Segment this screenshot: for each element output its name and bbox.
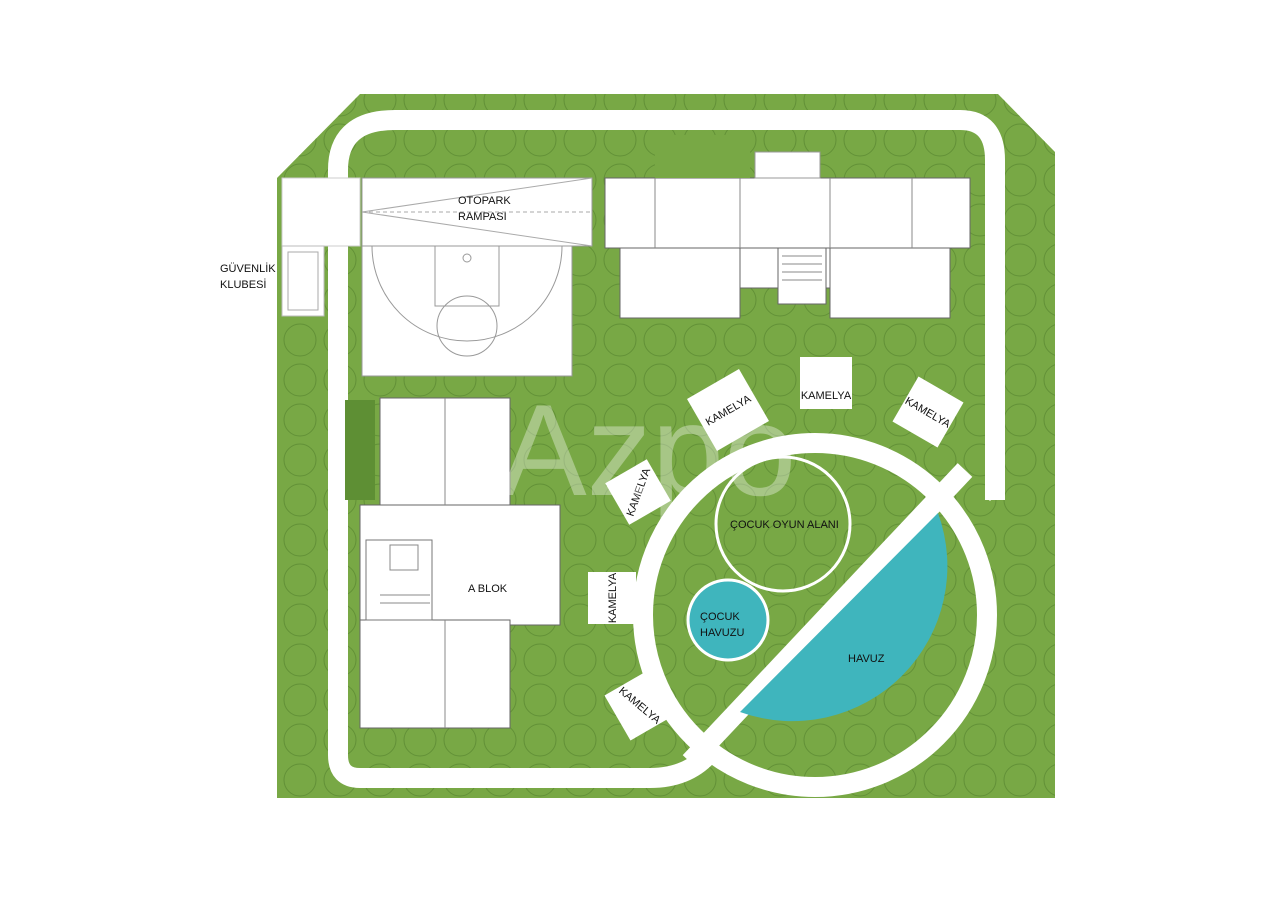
security-kiosk-label-2: KLUBESİ [220, 278, 266, 291]
pool-zone-ring [633, 433, 997, 797]
gazebo-1: KAMELYA [687, 369, 769, 451]
pool [740, 513, 948, 722]
kids-pool-label-2: HAVUZU [700, 627, 744, 639]
kids-pool-label: ÇOCUK [700, 611, 740, 623]
a-block-building [345, 397, 561, 729]
playground [714, 455, 852, 593]
a-block-label: A BLOK [468, 583, 508, 595]
gazebo-5: KAMELYA [588, 572, 636, 624]
security-kiosk [281, 177, 361, 317]
gazebo-3: KAMELYA [892, 376, 964, 448]
parking-ramp-label: OTOPARK [458, 195, 511, 207]
parking-ramp-label-2: RAMPASI [458, 211, 507, 223]
watermark: Azpo [500, 377, 796, 523]
parking-ramp [361, 177, 593, 247]
pool-label: HAVUZ [848, 653, 885, 665]
diagonal-walkway [682, 463, 973, 769]
basketball-court [361, 245, 573, 377]
perimeter-walkway [328, 110, 1005, 500]
playground-label: ÇOCUK OYUN ALANI [730, 519, 839, 531]
gazebo-4: KAMELYA [605, 459, 671, 525]
north-building [604, 135, 971, 319]
gazebo-2: KAMELYA [800, 357, 852, 409]
svg-text:KAMELYA: KAMELYA [607, 572, 619, 623]
kids-pool [686, 578, 770, 662]
svg-text:KAMELYA: KAMELYA [801, 390, 852, 402]
security-kiosk-label: GÜVENLİK [220, 262, 276, 275]
